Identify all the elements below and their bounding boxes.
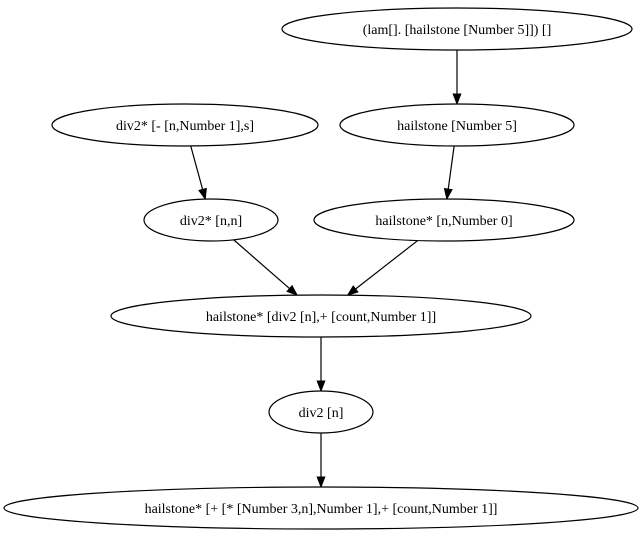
node-hailstones_div2: hailstone* [div2 [n],+ [count,Number 1]] <box>110 294 532 338</box>
arrow-head-icon <box>443 187 453 201</box>
node-ellipse <box>3 486 639 530</box>
node-label: hailstone* [+ [* [Number 3,n],Number 1],… <box>145 502 498 517</box>
node-ellipse <box>110 294 532 338</box>
node-label: div2 [n] <box>299 406 344 421</box>
edge-hailstones_n0-to-hailstones_div2 <box>346 240 419 297</box>
node-hailstones_mul: hailstone* [+ [* [Number 3,n],Number 1],… <box>3 486 639 530</box>
edge-line <box>447 145 455 190</box>
node-lam: (lam[]. [hailstone [Number 5]]) [] <box>281 7 633 51</box>
node-label: hailstone [Number 5] <box>397 119 517 134</box>
node-div2s_nn: div2* [n,n] <box>143 198 279 242</box>
node-hailstones_n0: hailstone* [n,Number 0] <box>313 198 575 242</box>
nodes-layer: (lam[]. [hailstone [Number 5]]) [] div2* … <box>3 7 639 530</box>
node-label: div2* [- [n,Number 1],s] <box>116 119 254 134</box>
node-ellipse <box>268 390 374 434</box>
node-label: hailstone* [div2 [n],+ [count,Number 1]] <box>206 310 436 325</box>
edge-div2s_minus-to-div2s_nn <box>190 145 207 201</box>
arrow-head-icon <box>316 476 326 489</box>
arrow-head-icon <box>452 93 462 106</box>
node-ellipse <box>313 198 575 242</box>
node-ellipse <box>143 198 279 242</box>
node-ellipse <box>51 103 319 147</box>
edge-line <box>355 240 419 290</box>
arrow-head-icon <box>198 187 207 201</box>
node-div2s_minus: div2* [- [n,Number 1],s] <box>51 103 319 147</box>
arrow-head-icon <box>316 380 326 393</box>
edge-hailstones_div2-to-div2n <box>316 337 326 393</box>
node-label: div2* [n,n] <box>180 214 242 229</box>
edge-div2n-to-hailstones_mul <box>316 433 326 489</box>
arrow-head-icon <box>346 285 359 297</box>
edge-line <box>233 239 290 290</box>
edge-hailstone5-to-hailstones_n0 <box>443 145 455 201</box>
node-label: (lam[]. [hailstone [Number 5]]) [] <box>363 23 552 38</box>
edge-lam-to-hailstone5 <box>452 50 462 106</box>
edge-div2s_nn-to-hailstones_div2 <box>233 239 299 297</box>
edges-layer <box>190 50 462 489</box>
node-label: hailstone* [n,Number 0] <box>375 214 512 229</box>
node-hailstone5: hailstone [Number 5] <box>339 103 575 147</box>
node-div2n: div2 [n] <box>268 390 374 434</box>
node-ellipse <box>281 7 633 51</box>
arrow-head-icon <box>286 284 299 297</box>
edge-line <box>190 145 204 190</box>
node-ellipse <box>339 103 575 147</box>
